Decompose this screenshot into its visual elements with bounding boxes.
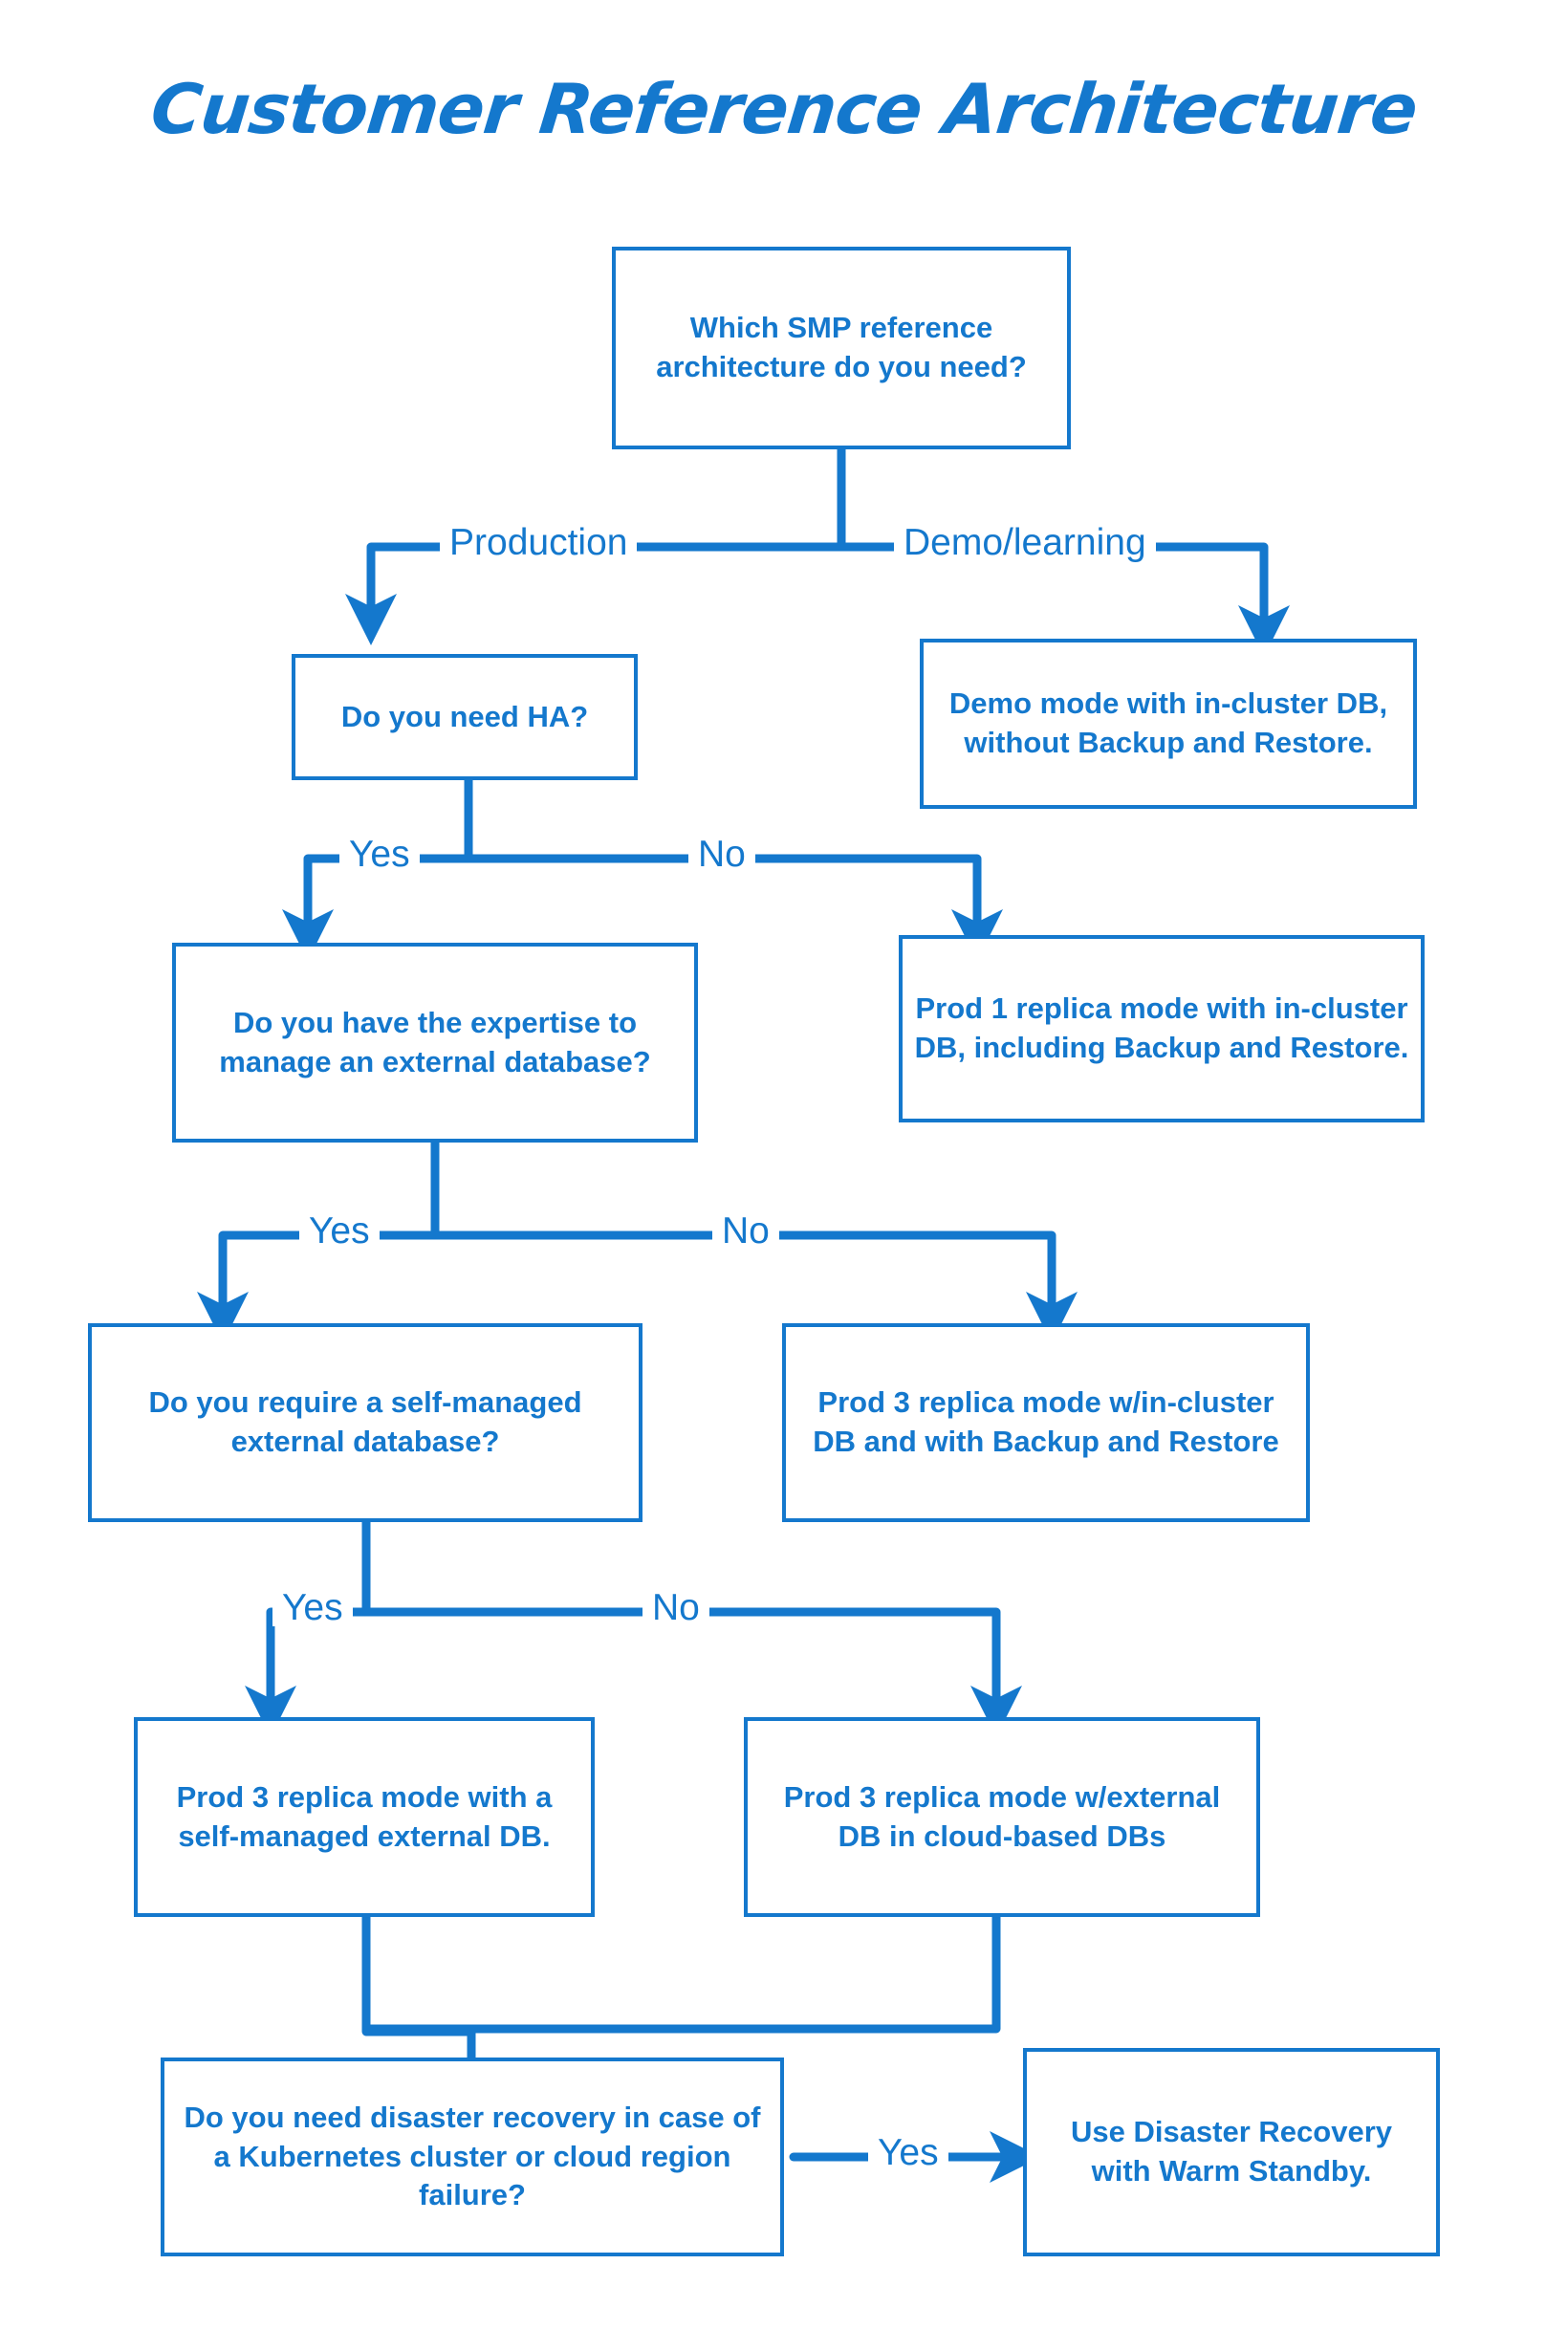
node-label: Do you require a self-managed external d… [148, 1385, 582, 1458]
edge-label-demo-learning: Demo/learning [894, 524, 1156, 561]
node-need-disaster-recovery[interactable]: Do you need disaster recovery in case of… [161, 2058, 784, 2256]
node-prod-3-in-cluster-db-backup-restore[interactable]: Prod 3 replica mode w/in-cluster DB and … [782, 1323, 1310, 1522]
node-demo-mode-in-cluster-db[interactable]: Demo mode with in-cluster DB, without Ba… [920, 639, 1417, 809]
edge-label-selfmanaged-no: No [642, 1589, 709, 1626]
edge-label-production: Production [440, 524, 638, 561]
node-label: Use Disaster Recovery with Warm Standby. [1070, 2115, 1393, 2188]
node-label: Prod 1 replica mode with in-cluster DB, … [914, 991, 1409, 1064]
node-label: Which SMP reference architecture do you … [656, 311, 1027, 383]
edge-merge-bar [361, 1912, 1001, 2034]
edge-label-expertise-yes: Yes [299, 1212, 380, 1250]
node-label: Prod 3 replica mode with a self-managed … [176, 1779, 553, 1853]
node-prod-3-external-db-cloud-based[interactable]: Prod 3 replica mode w/external DB in clo… [744, 1717, 1260, 1917]
node-label: Prod 3 replica mode w/external DB in clo… [783, 1779, 1221, 1853]
node-which-smp-reference-architecture[interactable]: Which SMP reference architecture do you … [612, 247, 1071, 449]
node-do-you-need-ha[interactable]: Do you need HA? [292, 654, 638, 780]
node-label: Do you need disaster recovery in case of… [184, 2100, 761, 2212]
edge-label-dr-yes: Yes [868, 2134, 948, 2171]
node-label: Do you have the expertise to manage an e… [219, 1005, 651, 1078]
node-require-self-managed-external-db[interactable]: Do you require a self-managed external d… [88, 1323, 642, 1522]
edge-label-ha-no: No [688, 836, 755, 873]
node-label: Demo mode with in-cluster DB, without Ba… [948, 686, 1388, 759]
edge-label-selfmanaged-yes: Yes [272, 1589, 353, 1626]
node-prod-3-self-managed-external-db[interactable]: Prod 3 replica mode with a self-managed … [134, 1717, 595, 1917]
node-label: Prod 3 replica mode w/in-cluster DB and … [813, 1385, 1279, 1458]
edge-label-ha-yes: Yes [339, 836, 420, 873]
node-prod-1-replica-mode[interactable]: Prod 1 replica mode with in-cluster DB, … [899, 935, 1425, 1122]
node-expertise-external-database[interactable]: Do you have the expertise to manage an e… [172, 943, 698, 1143]
edge-label-expertise-no: No [712, 1212, 779, 1250]
node-label: Do you need HA? [340, 699, 589, 733]
node-use-disaster-recovery-warm-standby[interactable]: Use Disaster Recovery with Warm Standby. [1023, 2048, 1440, 2256]
